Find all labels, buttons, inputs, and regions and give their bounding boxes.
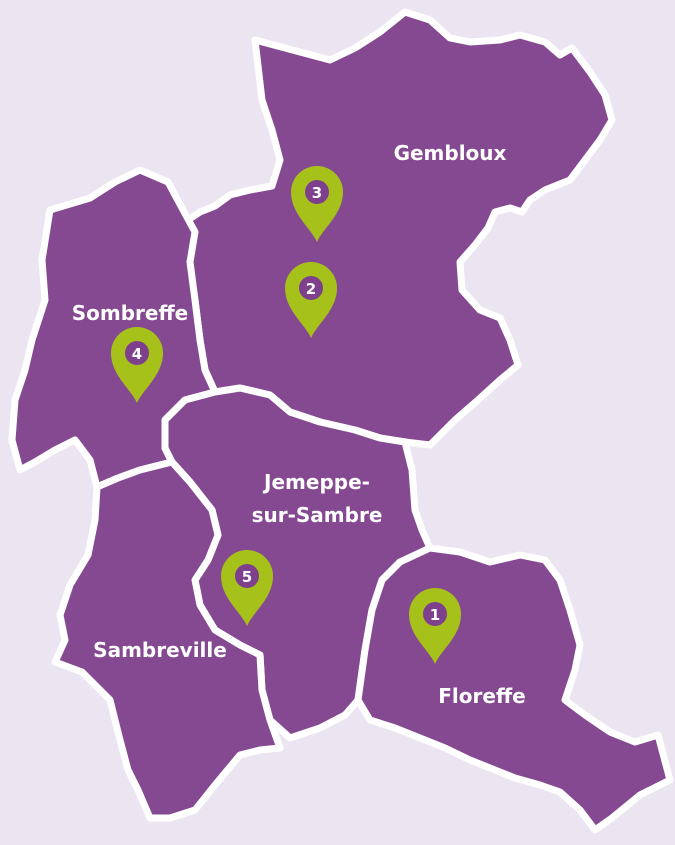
marker-number: 3: [312, 184, 322, 202]
map-marker-pin-icon[interactable]: 3: [291, 166, 343, 242]
region-label-sambreville: Sambreville: [93, 638, 227, 662]
region-label-sombreffe: Sombreffe: [72, 301, 189, 325]
region-label-gembloux: Gembloux: [394, 141, 507, 165]
region-sambreville[interactable]: [51, 458, 284, 822]
map-marker-pin-icon[interactable]: 5: [221, 550, 273, 626]
marker-number: 4: [132, 345, 142, 363]
region-label-jemeppe-line1: Jemeppe-: [262, 470, 370, 494]
region-label-floreffe: Floreffe: [438, 684, 525, 708]
region-label-jemeppe-line2: sur-Sambre: [252, 503, 383, 527]
map-marker-pin-icon[interactable]: 2: [285, 262, 337, 338]
marker-number: 1: [430, 606, 440, 624]
marker-number: 2: [306, 280, 316, 298]
marker-number: 5: [242, 568, 252, 586]
map-marker-pin-icon[interactable]: 4: [111, 327, 163, 403]
region-gembloux[interactable]: [172, 8, 616, 449]
map-marker-pin-icon[interactable]: 1: [409, 588, 461, 664]
